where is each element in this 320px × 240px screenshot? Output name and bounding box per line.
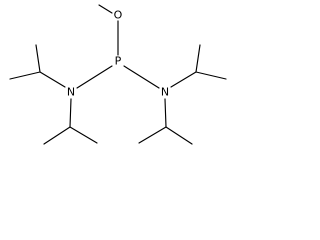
right-nitrogen-atom-label: N (161, 86, 169, 99)
chemical-structure: O P N N (9, 4, 227, 145)
bond-left-lower-ch-methyl-b (69, 126, 98, 144)
bond-left-nitrogen-upper-ch (39, 71, 66, 88)
bond-right-nitrogen-upper-ch (170, 71, 197, 88)
phosphorus-nitrogen-bonds (76, 65, 160, 89)
bond-right-lower-ch-methyl-a (138, 126, 167, 144)
oxygen-atom-label: O (114, 9, 123, 22)
bond-right-upper-ch-methyl-b (195, 71, 227, 80)
right-diisopropylamino-group (138, 44, 227, 145)
bond-phosphorus-left-nitrogen (76, 65, 113, 89)
phosphorus-atom-label: P (115, 55, 122, 68)
bond-left-nitrogen-lower-ch (69, 98, 72, 128)
bond-phosphorus-right-nitrogen (123, 65, 160, 89)
bond-left-upper-ch-methyl-a (35, 44, 41, 73)
bond-right-lower-ch-methyl-b (165, 126, 193, 145)
bond-left-upper-ch-methyl-b (9, 71, 41, 80)
bond-methyl-oxygen (98, 4, 113, 14)
methoxy-group (98, 4, 119, 56)
bond-right-nitrogen-lower-ch (164, 98, 167, 128)
left-diisopropylamino-group (9, 44, 98, 145)
bond-right-upper-ch-methyl-a (195, 44, 201, 73)
left-nitrogen-atom-label: N (67, 86, 75, 99)
bond-left-lower-ch-methyl-a (43, 126, 71, 145)
